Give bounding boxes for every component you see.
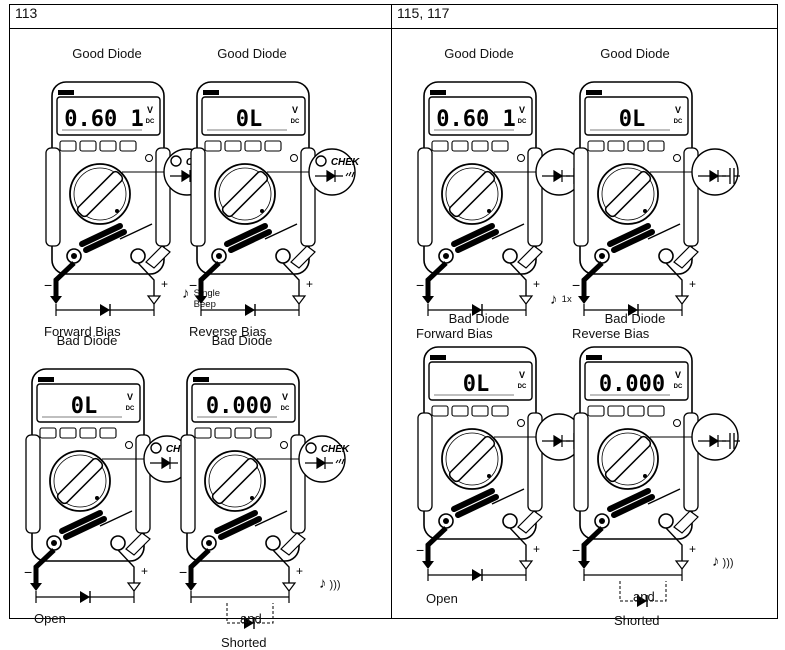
bias-caption: Shorted <box>614 613 660 628</box>
lcd-mode: DC <box>674 384 683 390</box>
lcd-reading: 0.000 <box>206 394 272 419</box>
lcd-reading: 0L <box>619 107 646 132</box>
svg-text:−: − <box>44 277 52 293</box>
lcd-mode: DC <box>291 119 300 125</box>
svg-text:+: + <box>689 277 696 291</box>
lcd-mode: DC <box>146 119 155 125</box>
multimeter-illustration: 0.000 V DC CHEK − + <box>179 368 350 629</box>
svg-text:−: − <box>189 277 197 293</box>
beeper-note-line: Beep <box>193 299 216 310</box>
svg-text:+: + <box>141 564 148 578</box>
lcd-reading: 0.60 1 <box>436 107 515 132</box>
lcd-reading: 0L <box>463 372 490 397</box>
svg-text:+: + <box>306 277 313 291</box>
lcd-mode: DC <box>674 119 683 125</box>
bias-caption: Open <box>426 591 458 606</box>
lcd-mode: DC <box>126 406 135 412</box>
lcd-unit: V <box>127 392 133 402</box>
multimeter-illustration: 0.000 V DC − + <box>572 346 740 607</box>
bias-caption: Reverse Bias <box>189 324 267 339</box>
svg-text:+: + <box>533 277 540 291</box>
and-label: and <box>240 611 262 626</box>
lcd-unit: V <box>282 392 288 402</box>
lcd-reading: 0.000 <box>599 372 665 397</box>
lcd-unit: V <box>519 370 525 380</box>
svg-text:+: + <box>161 277 168 291</box>
bias-caption: Shorted <box>221 635 267 650</box>
beeper-note-line: Single <box>193 288 221 299</box>
lcd-unit: V <box>519 105 525 115</box>
lcd-reading: 0L <box>236 107 263 132</box>
panel-title: Good Diode <box>600 46 670 61</box>
multimeter-illustration: 0.60 1VDCCHEK−+ <box>44 81 215 316</box>
panel-title: Bad Diode <box>56 333 118 348</box>
lcd-mode: DC <box>518 384 527 390</box>
bias-caption: Reverse Bias <box>572 326 650 341</box>
multimeter-illustration: 0L V DC CHEK − + <box>189 81 360 316</box>
svg-text:−: − <box>179 564 187 580</box>
multimeter-illustration: 0L V DC − + <box>416 346 584 581</box>
panel-title: Good Diode <box>217 46 287 61</box>
chek-label: CHEK <box>321 444 350 455</box>
music-note-icon: ♪ <box>182 285 194 302</box>
lcd-reading: 0.60 1 <box>64 107 143 132</box>
diode-test-figure: 113 115, 117 Good Diode 0.60 1 V DC CHEK − + Fo… <box>9 4 778 650</box>
lcd-unit: V <box>675 370 681 380</box>
continuity-beep-icon: ♪ ))) <box>712 553 734 570</box>
svg-text:−: − <box>24 564 32 580</box>
bias-caption: Open <box>34 611 66 626</box>
model-label-113: 113 <box>15 5 38 21</box>
lcd-reading: 0L <box>71 394 98 419</box>
svg-text:+: + <box>533 542 540 556</box>
continuity-beep-icon: ♪ ))) <box>319 575 341 592</box>
beeper-note: ♪ 1x <box>550 291 572 308</box>
bias-caption: Forward Bias <box>44 324 121 339</box>
panel-title: Bad Diode <box>448 311 510 326</box>
and-label: and <box>633 589 655 604</box>
lcd-unit: V <box>147 105 153 115</box>
svg-text:−: − <box>572 542 580 558</box>
lcd-mode: DC <box>518 119 527 125</box>
multimeter-illustration: 0L V DC − + <box>572 81 740 316</box>
beeper-note-line: 1x <box>561 294 572 305</box>
svg-text:+: + <box>296 564 303 578</box>
svg-text:−: − <box>572 277 580 293</box>
svg-text:−: − <box>416 277 424 293</box>
figure-frame <box>9 4 778 619</box>
panel-title: Bad Diode <box>604 311 666 326</box>
chek-label: CHEK <box>331 157 360 168</box>
model-label-115-117: 115, 117 <box>397 5 450 21</box>
lcd-unit: V <box>675 105 681 115</box>
panel-title: Good Diode <box>444 46 514 61</box>
svg-text:+: + <box>689 542 696 556</box>
bias-caption: Forward Bias <box>416 326 493 341</box>
svg-text:−: − <box>416 542 424 558</box>
music-note-icon: ♪ <box>550 291 562 308</box>
panel-title: Bad Diode <box>211 333 273 348</box>
lcd-unit: V <box>292 105 298 115</box>
multimeter-illustration: 0.60 1 V DC − + <box>416 81 584 316</box>
lcd-mode: DC <box>281 406 290 412</box>
panel-title: Good Diode <box>72 46 142 61</box>
